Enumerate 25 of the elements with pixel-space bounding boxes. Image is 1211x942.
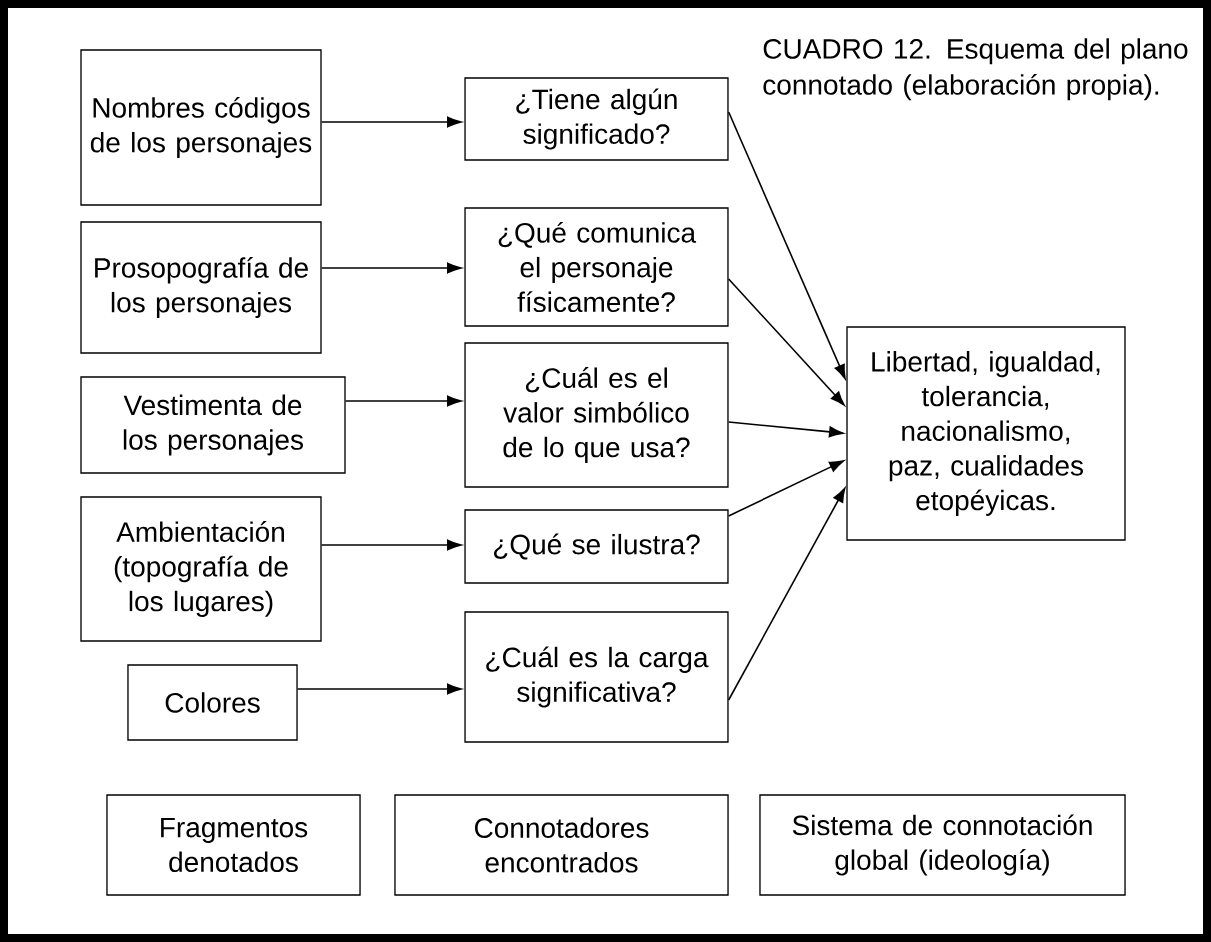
title: CUADRO 12. Esquema del plano connotado (elaboración propia). <box>763 38 1188 101</box>
text-box: ¿Tiene algún significado? <box>464 77 729 161</box>
text-box: Libertad, igualdad, tolerancia, nacionalismo, paz, cualidades etopéyicas. <box>846 326 1126 541</box>
text-box: Prosopografía de los personajes <box>80 221 322 354</box>
arrow <box>320 539 462 551</box>
arrow <box>296 683 462 695</box>
arrow <box>727 421 844 438</box>
text-box: Vestimenta de los personajes <box>80 376 346 474</box>
text-box: Sistema de connotación global (ideología) <box>759 794 1126 896</box>
text-box: Nombres códigos de los personajes <box>80 49 322 206</box>
arrow <box>727 487 846 701</box>
text-box: Ambientación (topografía de los lugares) <box>80 496 322 642</box>
arrow <box>344 395 462 407</box>
arrow <box>727 278 845 406</box>
arrow <box>320 262 462 274</box>
arrow <box>727 111 846 380</box>
text-box: Connotadores encontrados <box>394 794 729 896</box>
text-box: ¿Cuál es la carga significativa? <box>464 611 729 743</box>
text-box: ¿Qué comunica el personaje físicamente? <box>464 207 729 327</box>
text-box: Colores <box>127 664 298 741</box>
text-box: ¿Cuál es el valor simbólico de lo que usa? <box>464 342 729 488</box>
text-box: Fragmentos denotados <box>106 794 361 896</box>
text-box: ¿Qué se ilustra? <box>464 509 729 584</box>
arrow <box>727 460 844 517</box>
arrow <box>320 116 462 128</box>
